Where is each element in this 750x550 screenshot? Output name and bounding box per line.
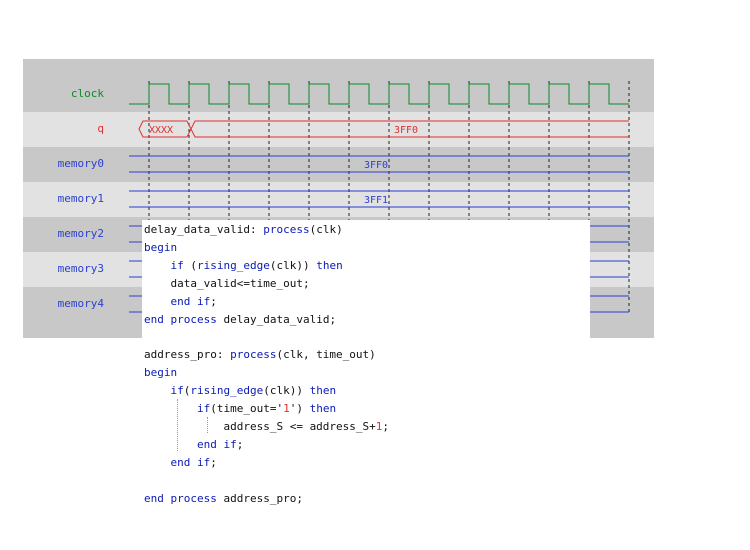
code-line: begin [144, 366, 177, 380]
code-token: address_S <= address_S+ [144, 420, 376, 433]
code-keyword: end if [196, 438, 237, 451]
q-waveform [138, 120, 629, 138]
code-keyword: rising_edge [197, 259, 270, 272]
signal-row-memory4[interactable]: memory4 [23, 287, 654, 322]
memory0-value: 3FF0 [364, 160, 388, 171]
code-line: if(rising_edge(clk)) then [144, 384, 337, 398]
code-token: ; [236, 438, 244, 451]
memory1-value: 3FF1 [364, 195, 388, 206]
indent-guide [207, 417, 208, 433]
signal-row-memory0[interactable]: memory0 [23, 147, 654, 182]
code-keyword: begin [144, 366, 178, 379]
code-block-delay-data-valid: delay_data_valid: process(clk) begin if (… [142, 220, 590, 338]
code-token: ( [183, 259, 197, 272]
signal-row-memory1[interactable]: memory1 [23, 182, 654, 217]
code-line: end process delay_data_valid; [144, 313, 336, 327]
code-keyword: process [230, 348, 277, 361]
code-token: address_pro: [144, 348, 231, 361]
signal-label-q: q [97, 122, 104, 135]
code-token: (clk) [309, 223, 343, 236]
code-token: address_pro; [216, 492, 303, 505]
code-token: (time_out=' [210, 402, 284, 415]
code-token: 1 [375, 420, 383, 433]
code-token [144, 384, 171, 397]
code-token: (clk, time_out) [276, 348, 376, 361]
code-line: end if; [144, 456, 217, 470]
code-token: 1 [283, 402, 290, 415]
code-token [144, 438, 197, 451]
code-line: if (rising_edge(clk)) then [144, 259, 343, 273]
code-line: end if; [144, 438, 243, 452]
code-keyword: then [309, 384, 337, 397]
code-token [144, 402, 197, 415]
clock-waveform [129, 83, 629, 105]
code-keyword: then [309, 402, 337, 415]
code-keyword: end process [144, 492, 217, 505]
code-line: end if; [144, 295, 217, 309]
code-keyword: if [170, 384, 184, 397]
q-value-xxxx: XXXX [149, 125, 173, 136]
code-token: delay_data_valid; [216, 313, 337, 326]
code-line: data_valid<=time_out; [144, 277, 310, 291]
code-line: if(time_out='1') then [144, 402, 336, 416]
code-line: address_S <= address_S+1; [144, 420, 389, 434]
code-token [144, 295, 171, 308]
signal-label-memory0: memory0 [57, 157, 104, 170]
code-keyword: end if [170, 456, 211, 469]
code-keyword: if [170, 259, 184, 272]
code-line: end process address_pro; [144, 492, 303, 506]
indent-guide [177, 399, 178, 451]
signal-label-memory4: memory4 [57, 297, 104, 310]
code-token: data_valid<=time_out; [144, 277, 310, 290]
signal-label-memory1: memory1 [57, 192, 104, 205]
q-value-3ff0: 3FF0 [394, 125, 418, 136]
code-keyword: end process [144, 313, 217, 326]
code-line: address_pro: process(clk, time_out) [144, 348, 376, 362]
code-token: ') [289, 402, 310, 415]
signal-row-memory2[interactable]: memory2 [23, 217, 654, 252]
code-token: ; [210, 295, 217, 308]
code-line: begin [144, 241, 177, 255]
code-token: ; [210, 456, 217, 469]
code-token: delay_data_valid: [144, 223, 264, 236]
signal-row-clock[interactable]: clock [23, 77, 654, 112]
signal-label-memory2: memory2 [57, 227, 104, 240]
signal-label-clock: clock [70, 87, 104, 100]
code-token: ; [382, 420, 390, 433]
code-keyword: rising_edge [190, 384, 264, 397]
code-token: ( [183, 384, 191, 397]
code-token: (clk)) [263, 384, 310, 397]
code-keyword: begin [144, 241, 178, 254]
code-keyword: process [263, 223, 310, 236]
code-keyword: then [316, 259, 343, 272]
signal-label-memory3: memory3 [57, 262, 104, 275]
code-token [144, 259, 171, 272]
code-keyword: end if [170, 295, 211, 308]
code-token: (clk)) [269, 259, 317, 272]
code-line: delay_data_valid: process(clk) [144, 223, 343, 237]
code-keyword: if [196, 402, 211, 415]
code-token [144, 456, 171, 469]
